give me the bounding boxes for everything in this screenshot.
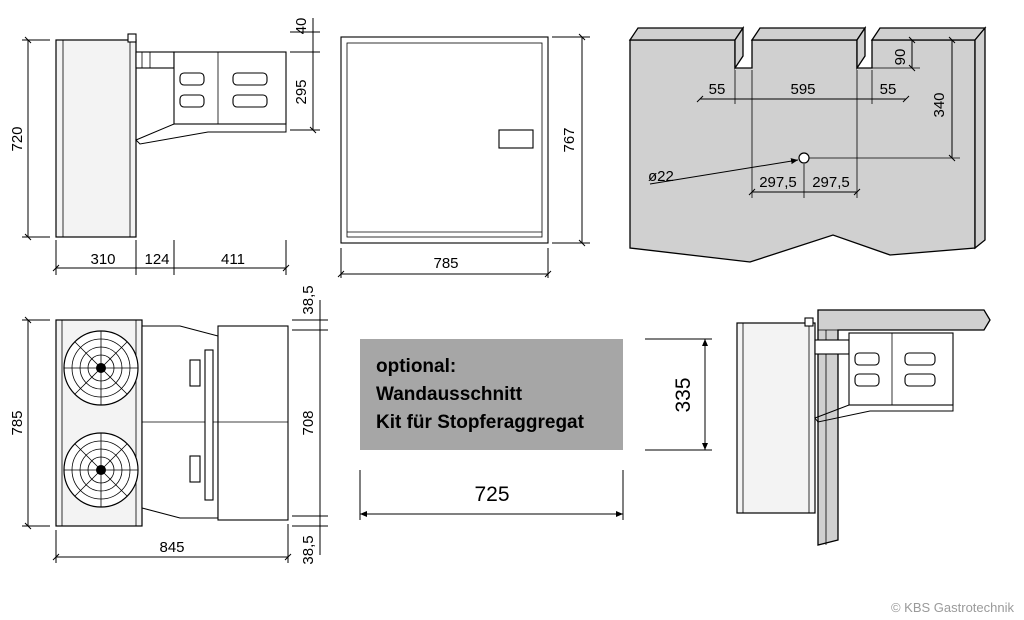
cutout-hole [798, 152, 810, 164]
side-depth-1-label: 310 [90, 251, 115, 268]
optional-line-1: optional: [376, 356, 457, 377]
cutout-center-width-label: 595 [790, 81, 815, 98]
cutout-hole-right-label: 297,5 [812, 174, 850, 191]
cutout-slot-right-label: 55 [880, 81, 897, 98]
kit-width-label: 725 [474, 483, 509, 506]
bottom-margin-label: 38,5 [300, 535, 317, 564]
copyright-notice: © KBS Gastrotechnik [890, 600, 1014, 615]
top-inner-depth-label: 708 [300, 410, 317, 435]
cutout-hole-height-label: 340 [931, 92, 948, 117]
side-top-offset-label: 40 [293, 18, 310, 35]
optional-line-3: Kit für Stopferaggregat [376, 412, 584, 433]
cutout-slot-depth-label: 90 [892, 49, 909, 66]
optional-kit-box: optional: Wandausschnitt Kit für Stopfer… [360, 339, 623, 450]
front-width-label: 785 [433, 255, 458, 272]
optional-line-2: Wandausschnitt [376, 384, 523, 405]
top-depth-label: 785 [9, 410, 26, 435]
kit-dimensions: 725 335 [359, 338, 712, 520]
front-height-label: 767 [561, 127, 578, 152]
fan-bottom-icon [63, 432, 139, 508]
cutout-slot-left-label: 55 [709, 81, 726, 98]
wall-cutout-view: 55 595 55 90 340 ø22 297,5 297,5 [628, 25, 987, 263]
side-depth-2-label: 124 [144, 251, 169, 268]
cutout-hole-diameter-label: ø22 [648, 168, 674, 185]
side-height-label: 720 [9, 126, 26, 151]
top-view: 785 708 38,5 38,5 845 [9, 285, 328, 565]
fan-top-icon [63, 330, 139, 406]
front-view: 767 785 [337, 33, 590, 278]
top-margin-label: 38,5 [300, 285, 317, 314]
side-depth-3-label: 411 [221, 251, 245, 268]
kit-height-label: 335 [672, 377, 695, 412]
cutout-hole-left-label: 297,5 [759, 174, 797, 191]
installed-view [736, 309, 991, 546]
top-total-width-label: 845 [159, 539, 184, 556]
side-view: 720 40 295 310 124 411 [9, 18, 320, 275]
side-upper-height-label: 295 [293, 79, 310, 104]
